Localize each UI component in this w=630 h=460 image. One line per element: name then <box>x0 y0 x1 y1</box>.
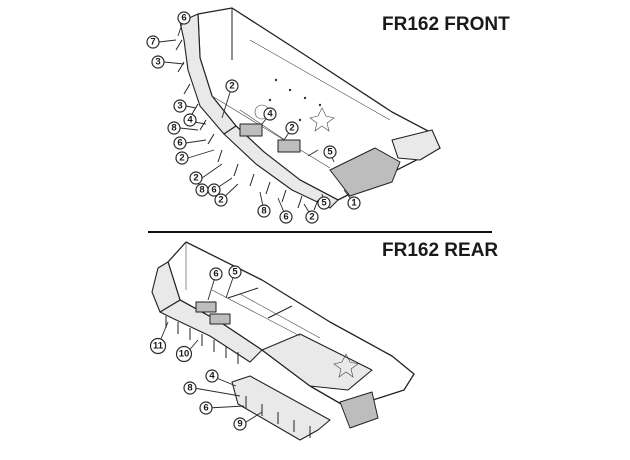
bolt-hole <box>288 88 292 92</box>
front-view: FR162 FRONT <box>146 7 510 224</box>
svg-text:6: 6 <box>283 212 288 223</box>
svg-text:2: 2 <box>229 81 234 92</box>
svg-text:1: 1 <box>351 198 357 209</box>
callout-bubble: 4 <box>183 113 197 127</box>
spindle-mount <box>333 353 359 378</box>
spindle-mount <box>309 107 335 132</box>
svg-text:4: 4 <box>267 109 273 120</box>
front-title: FR162 FRONT <box>382 14 510 35</box>
svg-text:5: 5 <box>232 267 238 278</box>
callout-bubble: 8 <box>183 381 197 395</box>
rear-left-wing <box>151 261 181 313</box>
svg-text:4: 4 <box>209 371 215 382</box>
callout-bubble: 2 <box>214 193 228 207</box>
callout-bubble: 9 <box>233 417 247 431</box>
callout-bubble: 2 <box>285 121 299 135</box>
svg-text:8: 8 <box>187 383 192 394</box>
callout-bubble: 3 <box>173 99 187 113</box>
deck-seam <box>211 289 301 337</box>
svg-text:2: 2 <box>289 123 294 134</box>
svg-text:2: 2 <box>218 195 223 206</box>
bolt-hole <box>303 96 307 100</box>
front-deck-top <box>197 7 441 201</box>
front-right-block <box>329 147 401 197</box>
callout-bubble: 3 <box>151 55 165 69</box>
callout-bubble: 4 <box>263 107 277 121</box>
callout-bubble: 8 <box>257 204 271 218</box>
svg-text:6: 6 <box>213 269 218 280</box>
rear-arm <box>267 305 293 319</box>
svg-text:6: 6 <box>203 403 208 414</box>
callout-bubble: 11 <box>149 337 167 355</box>
deck-seam <box>211 95 331 169</box>
svg-text:3: 3 <box>177 101 182 112</box>
rear-bracket <box>195 301 217 313</box>
svg-text:8: 8 <box>261 206 266 217</box>
svg-text:5: 5 <box>327 147 333 158</box>
svg-text:8: 8 <box>171 123 176 134</box>
svg-text:5: 5 <box>321 198 327 209</box>
svg-text:4: 4 <box>187 115 193 126</box>
rear-bracket <box>209 313 231 325</box>
bolt-hole <box>318 103 322 107</box>
svg-text:7: 7 <box>150 37 155 48</box>
callout-bubble: 2 <box>189 171 203 185</box>
svg-text:3: 3 <box>155 57 160 68</box>
callout-bubble: 5 <box>317 196 331 210</box>
rear-arm <box>227 287 259 299</box>
svg-text:6: 6 <box>211 185 216 196</box>
callout-bubble: 6 <box>207 183 221 197</box>
callout-bubble: 6 <box>279 210 293 224</box>
front-callouts: 6 7 3 2 3 4 8 4 2 6 2 2 8 6 2 8 6 2 5 1 … <box>146 11 361 224</box>
callout-bubble: 8 <box>195 183 209 197</box>
bolt-hole <box>274 78 278 82</box>
callout-bubble: 5 <box>228 265 242 279</box>
deck-seam <box>249 39 391 121</box>
deck-seam <box>239 293 321 339</box>
svg-text:8: 8 <box>199 185 204 196</box>
callout-bubble: 2 <box>175 151 189 165</box>
bolt-hole <box>298 118 302 122</box>
rear-title: FR162 REAR <box>382 240 498 261</box>
callout-bubble: 4 <box>205 369 219 383</box>
svg-text:9: 9 <box>237 419 242 430</box>
callout-bubble: 5 <box>323 145 337 159</box>
front-right-end <box>391 129 441 161</box>
front-roller-teeth <box>175 39 319 211</box>
svg-text:2: 2 <box>179 153 184 164</box>
callout-bubble: 7 <box>146 35 160 49</box>
callout-bubble: 10 <box>175 345 193 363</box>
callout-bubble: 1 <box>347 196 361 210</box>
svg-text:10: 10 <box>179 349 190 360</box>
callout-bubble: 6 <box>177 11 191 25</box>
rear-view: FR162 REAR <box>149 240 498 441</box>
svg-text:2: 2 <box>193 173 198 184</box>
svg-text:2: 2 <box>309 212 314 223</box>
rear-callouts: 6 5 11 10 4 8 6 9 <box>149 265 247 431</box>
callout-bubble: 8 <box>167 121 181 135</box>
callout-bubble: 6 <box>173 136 187 150</box>
bolt-hole <box>268 98 272 102</box>
callout-bubble: 2 <box>305 210 319 224</box>
front-bracket <box>239 123 263 137</box>
rear-frame <box>231 375 331 441</box>
svg-text:6: 6 <box>181 13 186 24</box>
rear-inner-panel <box>261 333 373 391</box>
callout-bubble: 6 <box>209 267 223 281</box>
front-bracket <box>277 139 301 153</box>
svg-text:6: 6 <box>177 138 182 149</box>
rear-skirt <box>159 299 263 363</box>
rear-roller-teeth <box>165 316 311 438</box>
callout-bubble: 2 <box>225 79 239 93</box>
svg-text:11: 11 <box>153 341 164 352</box>
rear-corner <box>339 391 379 429</box>
callout-bubble: 6 <box>199 401 213 415</box>
